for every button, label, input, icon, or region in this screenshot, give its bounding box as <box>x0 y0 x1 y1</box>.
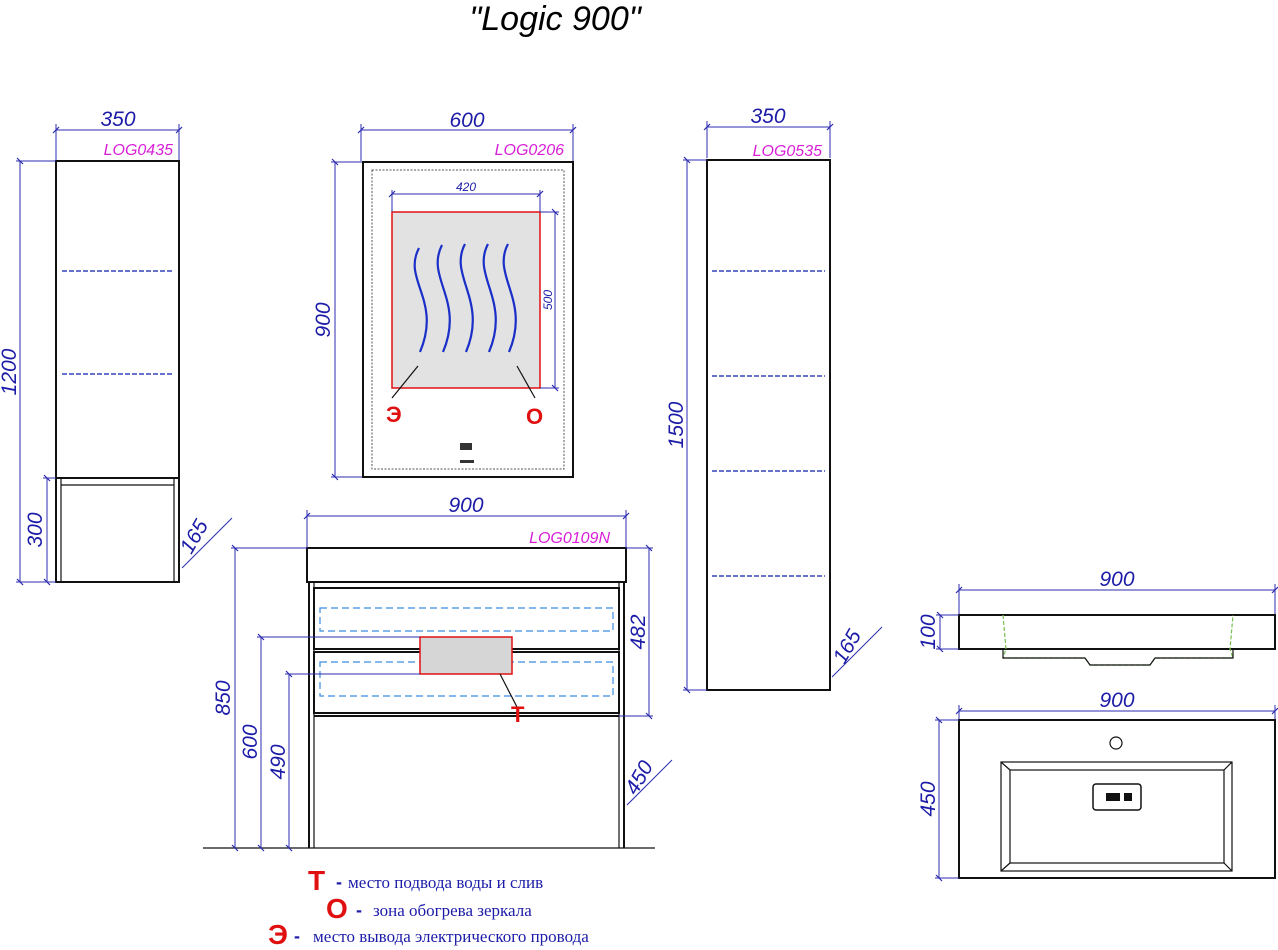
left-cabinet-width: 350 <box>100 108 135 131</box>
basin-side-outline <box>958 614 1276 650</box>
basin-side-view: 900 100 <box>917 568 1278 666</box>
legend-symbol: О <box>326 893 348 924</box>
heating-zone-height: 500 <box>541 290 555 310</box>
basin-side-height: 100 <box>917 614 940 649</box>
right-cabinet: 350 LOG0535 1500 165 <box>665 105 883 694</box>
basin-top-width: 900 <box>1099 689 1134 712</box>
legend-dash: - <box>356 900 362 920</box>
basin-top-depth: 450 <box>917 781 940 816</box>
sensor-bar-icon <box>460 460 474 463</box>
upper-drawer-inner <box>319 607 614 632</box>
vanity-height: 850 <box>212 680 235 715</box>
sensor-icon <box>460 443 472 450</box>
plumbing-zone <box>419 636 513 675</box>
legend-text: место вывода электрического провода <box>313 927 589 946</box>
mirror-led-strip <box>371 169 565 470</box>
left-cabinet-lower-height: 300 <box>24 512 47 547</box>
right-cabinet-code: LOG0535 <box>753 143 822 160</box>
basin-top-view: 900 450 <box>917 689 1278 882</box>
left-cabinet: 350 LOG0435 1200 300 165 <box>0 108 233 586</box>
basin-top-outline <box>958 719 1276 879</box>
mirror: 420 500 Э О 600 LOG0206 900 <box>312 109 577 481</box>
legend-item-electric: Э - место вывода электрического провода <box>268 919 589 950</box>
left-cabinet-height: 1200 <box>0 348 21 395</box>
left-cabinet-body <box>55 160 180 583</box>
vanity-depth: 450 <box>621 757 659 799</box>
left-cabinet-code: LOG0435 <box>104 142 173 159</box>
basin-bowl-inner <box>1009 769 1225 864</box>
right-cabinet-depth: 165 <box>829 626 867 668</box>
legend-text: зона обогрева зеркала <box>373 901 532 920</box>
vanity-code: LOG0109N <box>529 530 610 547</box>
legend-item-heating: О - зона обогрева зеркала <box>326 893 532 924</box>
mirror-code: LOG0206 <box>495 142 564 159</box>
vanity-countertop <box>306 547 627 583</box>
electric-outlet-marker: Э <box>386 402 402 427</box>
drawing-title: "Logic 900" <box>469 0 643 38</box>
legend-item-water: Т - место подвода воды и слив <box>308 865 543 896</box>
right-cabinet-width: 350 <box>750 105 785 128</box>
legend-dash: - <box>336 872 342 892</box>
legend-symbol: Т <box>308 865 325 896</box>
mirror-width: 600 <box>449 109 484 132</box>
left-cabinet-depth: 165 <box>176 516 214 558</box>
vanity-width: 900 <box>448 494 483 517</box>
right-cabinet-body <box>706 159 831 691</box>
legend-symbol: Э <box>268 919 288 950</box>
plumbing-marker: Т <box>511 702 525 727</box>
mirror-frame <box>362 161 574 478</box>
heating-waves <box>413 243 517 353</box>
heating-zone <box>391 211 541 389</box>
basin-side-width: 900 <box>1099 568 1134 591</box>
mirror-height: 900 <box>312 302 335 337</box>
basin-bowl <box>1000 761 1233 872</box>
right-cabinet-height: 1500 <box>665 401 688 448</box>
plumbing-top-height: 600 <box>239 724 262 759</box>
heating-zone-width: 420 <box>456 180 476 194</box>
legend: Т - место подвода воды и слив О - зона о… <box>268 865 589 950</box>
drain-icon <box>1092 783 1142 811</box>
heating-zone-marker: О <box>526 404 543 429</box>
legend-text: место подвода воды и слив <box>348 873 543 892</box>
drawer-block-height: 482 <box>627 614 650 649</box>
vanity: Т 900 LOG0109N 850 600 490 482 450 <box>203 494 673 852</box>
plumbing-bottom-height: 490 <box>267 744 290 779</box>
legend-dash: - <box>294 926 300 946</box>
faucet-hole-icon <box>1109 736 1123 750</box>
